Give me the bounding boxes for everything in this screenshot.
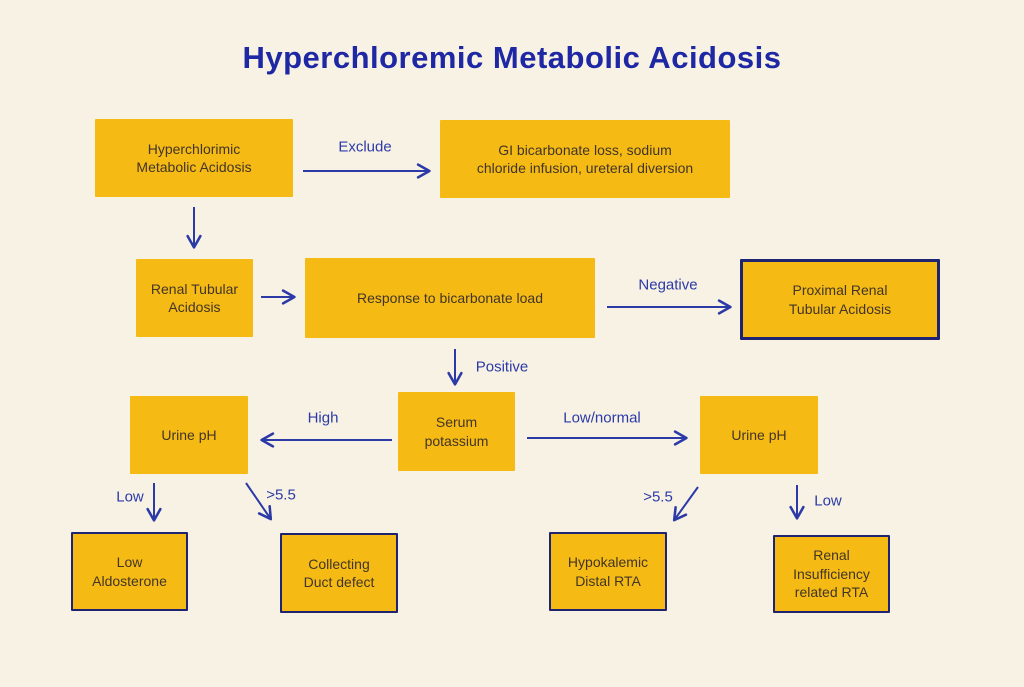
arrow-gt5.5-right (672, 486, 699, 522)
page-title: Hyperchloremic Metabolic Acidosis (242, 40, 782, 75)
edge-label-positive: Positive (475, 358, 529, 376)
edge-label-low-left: Low (116, 488, 144, 506)
node-label: Renal Insufficiency related RTA (793, 547, 870, 601)
node-label: Urine pH (731, 426, 787, 443)
node-urine-ph-right: Urine pH (700, 396, 818, 474)
node-label: GI bicarbonate loss, sodium chloride inf… (476, 141, 694, 176)
node-label: Serum potassium (424, 414, 489, 449)
edge-label-exclude: Exclude (338, 138, 392, 156)
node-renal-tubular-acidosis: Renal Tubular Acidosis (136, 259, 253, 337)
node-renal-insufficiency-rta: Renal Insufficiency related RTA (773, 535, 890, 613)
node-exclusion-causes: GI bicarbonate loss, sodium chloride inf… (440, 120, 730, 198)
edge-label-gt5.5-right: >5.5 (643, 488, 673, 506)
node-urine-ph-left: Urine pH (130, 396, 248, 474)
edge-label-negative: Negative (638, 276, 698, 294)
node-low-aldosterone: Low Aldosterone (71, 532, 188, 611)
node-label: Collecting Duct defect (303, 555, 375, 590)
node-label: Hyperchlorimic Metabolic Acidosis (136, 140, 252, 175)
node-label: Proximal Renal Tubular Acidosis (788, 282, 892, 317)
node-label: Renal Tubular Acidosis (150, 280, 239, 315)
node-label: Response to bicarbonate load (356, 289, 544, 306)
edge-label-low-normal: Low/normal (563, 409, 641, 427)
node-hypokalemic-distal-rta: Hypokalemic Distal RTA (549, 532, 667, 611)
node-hyperchlorimic-start: Hyperchlorimic Metabolic Acidosis (95, 119, 293, 197)
edge-label-gt5.5-left: >5.5 (266, 486, 296, 504)
node-collecting-duct-defect: Collecting Duct defect (280, 533, 398, 613)
edge-label-low-right: Low (814, 492, 842, 510)
node-proximal-rta: Proximal Renal Tubular Acidosis (740, 259, 940, 340)
node-label: Urine pH (161, 426, 217, 443)
node-label: Hypokalemic Distal RTA (567, 554, 649, 589)
edge-label-high: High (307, 409, 339, 427)
node-label: Low Aldosterone (92, 554, 167, 589)
node-serum-potassium: Serum potassium (398, 392, 515, 471)
node-bicarbonate-response: Response to bicarbonate load (305, 258, 595, 338)
